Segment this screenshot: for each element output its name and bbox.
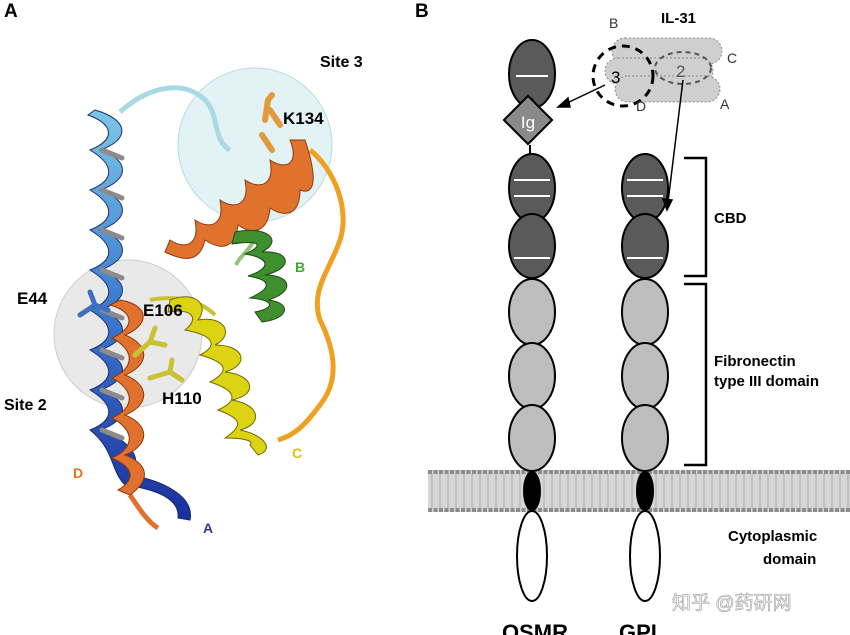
site-2-label: Site 2 <box>4 397 47 414</box>
gpl-cytoplasmic <box>629 510 661 602</box>
residue-e44-label: E44 <box>17 289 48 308</box>
gpl-fn3-2 <box>621 342 669 410</box>
gpl-fn3-1 <box>621 278 669 346</box>
osmr-cytoplasmic <box>516 510 548 602</box>
loop-d-tail <box>127 493 160 531</box>
loop-ab-upper <box>118 85 232 153</box>
panel-a-letter: A <box>4 1 18 22</box>
loop-cd-orange <box>277 148 346 443</box>
gpl-fn3-3 <box>621 404 669 472</box>
osmr-fn3-2 <box>508 342 556 410</box>
site-2-binding-ring <box>654 51 712 85</box>
site-3-binding-ring <box>591 44 655 108</box>
domain-brackets <box>684 156 708 467</box>
watermark: 知乎 @药研网 <box>672 592 792 614</box>
ligand-site-3-number: 3 <box>611 68 620 87</box>
osmr-fn3-3 <box>508 404 556 472</box>
gpl-label: GPL <box>619 620 664 635</box>
panel-b-letter: B <box>415 1 429 22</box>
il31-ligand: 3 2 IL-31 B C D A <box>591 10 737 114</box>
helix-b-label: B <box>295 259 305 275</box>
helix-d-label: D <box>73 465 83 481</box>
helix-orange-upper <box>164 107 314 259</box>
side-chains <box>77 92 275 383</box>
ig-domain <box>502 94 554 146</box>
ligand-helix-a-label: A <box>720 96 730 112</box>
helix-b <box>231 229 288 323</box>
site-3-label: Site 3 <box>320 54 363 71</box>
osmr-fn3-1 <box>508 278 556 346</box>
ligand-name: IL-31 <box>661 10 696 27</box>
fn3-label-line1: Fibronectin <box>714 353 796 370</box>
gpl-cbd-d2 <box>621 213 669 279</box>
fn3-label-line2: type III domain <box>714 373 819 390</box>
osmr-label: OSMR <box>502 620 568 635</box>
helix-a-label: A <box>203 520 213 536</box>
binding-arrows <box>556 79 684 212</box>
helix-c <box>167 296 267 456</box>
cytoplasmic-label-line2: domain <box>763 551 816 568</box>
ligand-site-2-number: 2 <box>676 62 685 81</box>
ligand-helix-b-label: B <box>609 15 618 31</box>
gpl-cbd-d1 <box>621 153 669 223</box>
residue-k134-label: K134 <box>283 109 324 128</box>
cytoplasmic-label-line1: Cytoplasmic <box>728 528 817 545</box>
osmr-cbd-d2 <box>508 213 556 279</box>
helix-d <box>108 299 145 496</box>
panel-b: B Ig <box>415 1 850 635</box>
ig-label: Ig <box>521 113 535 132</box>
osmr-receptor: Ig <box>502 39 556 602</box>
residue-h110-label: H110 <box>162 389 202 408</box>
osmr-cbd-d1 <box>508 153 556 223</box>
panel-a: A <box>4 1 363 536</box>
osmr-transmembrane <box>523 471 541 511</box>
osmr-domain-top <box>508 39 556 109</box>
gpl-receptor <box>621 153 669 602</box>
helix-c-label: C <box>292 445 302 461</box>
gpl-transmembrane <box>636 471 654 511</box>
cbd-label: CBD <box>714 210 747 227</box>
ligand-helix-c-label: C <box>727 50 737 66</box>
ligand-helix-d-label: D <box>636 98 646 114</box>
residue-e106-label: E106 <box>143 301 183 320</box>
